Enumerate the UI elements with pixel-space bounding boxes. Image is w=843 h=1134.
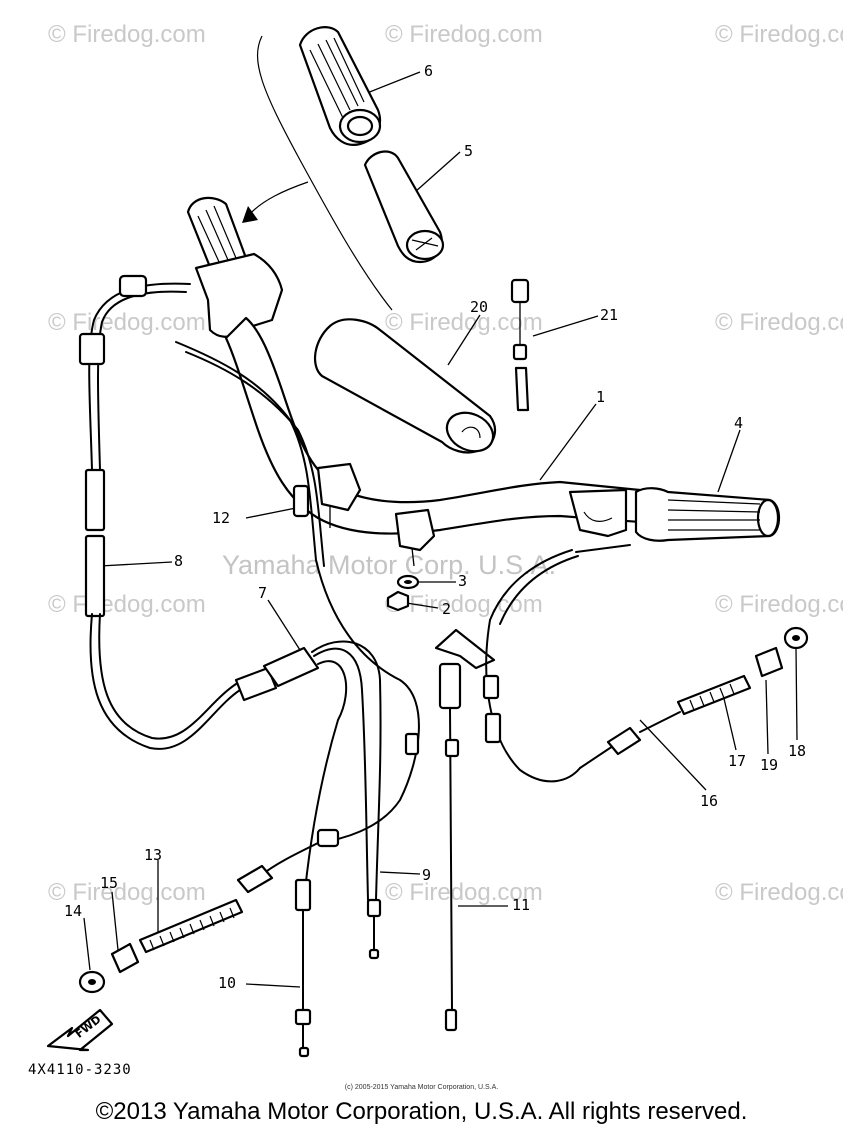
callout-10: 10: [218, 974, 236, 992]
handlebar: [224, 316, 642, 538]
watermark: © Firedog.com: [715, 879, 843, 906]
callout-7: 7: [258, 584, 267, 602]
callout-12: 12: [212, 509, 230, 527]
watermark: © Firedog.com: [715, 309, 843, 336]
callout-labels: 6 5 20 21 1 4 3 2 12 8 7 9 10 11 13 14 1…: [64, 62, 806, 992]
watermark: © Firedog.com: [48, 591, 206, 618]
callout-11: 11: [512, 896, 530, 914]
washer-and-nut: [386, 574, 420, 612]
bar-left-grip: [186, 196, 284, 338]
throttle-cable: [175, 341, 420, 877]
callout-3: 3: [458, 572, 467, 590]
center-cable: [434, 628, 496, 1032]
grip-separate: [313, 318, 497, 454]
leader-lines: [83, 71, 798, 988]
watermark: © Firedog.com: [385, 21, 543, 48]
callout-21: 21: [600, 306, 618, 324]
lower-cables: [294, 878, 382, 1058]
callout-18: 18: [788, 742, 806, 760]
callout-14: 14: [64, 902, 82, 920]
grip-right: [634, 487, 781, 542]
drawing-code: 4X4110-3230: [28, 1062, 132, 1078]
left-adjuster: [78, 864, 274, 994]
callout-1: 1: [596, 388, 605, 406]
watermark: © Firedog.com: [385, 879, 543, 906]
fwd-arrow: FWD: [46, 1008, 114, 1052]
watermark-center: Yamaha Motor Corp. U.S.A.: [222, 550, 556, 580]
callout-16: 16: [700, 792, 718, 810]
callout-20: 20: [470, 298, 488, 316]
callout-2: 2: [442, 600, 451, 618]
strap-connector: [510, 278, 530, 412]
grip-left: [298, 26, 382, 146]
callout-6: 6: [424, 62, 433, 80]
callout-5: 5: [464, 142, 473, 160]
callout-17: 17: [728, 752, 746, 770]
clutch-cable: [78, 274, 278, 750]
watermark-layer: © Firedog.com © Firedog.com © Firedog.co…: [48, 21, 843, 906]
watermark: © Firedog.com: [48, 309, 206, 336]
callout-4: 4: [734, 414, 743, 432]
right-cable-assembly: [482, 544, 809, 783]
watermark: © Firedog.com: [715, 21, 843, 48]
callout-19: 19: [760, 756, 778, 774]
cable-junction: [262, 640, 382, 901]
callout-8: 8: [174, 552, 183, 570]
watermark: © Firedog.com: [48, 21, 206, 48]
callout-15: 15: [100, 874, 118, 892]
callout-9: 9: [422, 866, 431, 884]
copyright-notice: ©2013 Yamaha Motor Corporation, U.S.A. A…: [95, 1098, 748, 1125]
throttle-tube: [363, 150, 445, 264]
small-credit: (c) 2005-2015 Yamaha Motor Corporation, …: [344, 1084, 499, 1091]
inset-indicator: [242, 35, 393, 311]
bar-clamps: [316, 462, 436, 567]
watermark: © Firedog.com: [715, 591, 843, 618]
watermark: © Firedog.com: [48, 879, 206, 906]
watermark: © Firedog.com: [385, 309, 543, 336]
callout-13: 13: [144, 846, 162, 864]
